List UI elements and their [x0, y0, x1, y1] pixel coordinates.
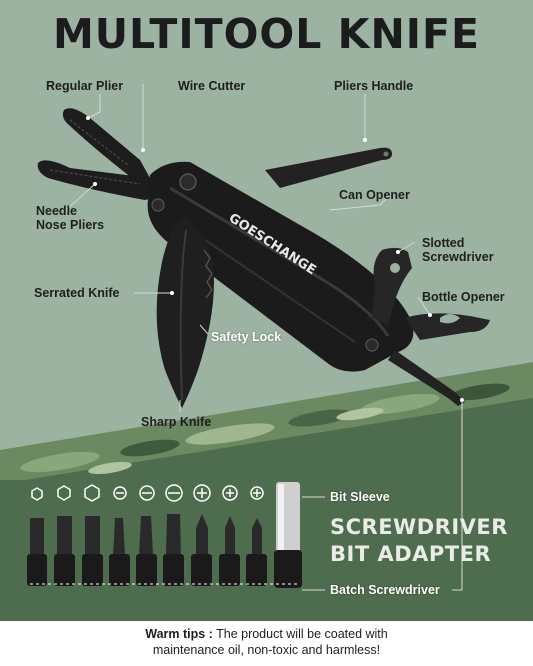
compass — [179, 173, 197, 191]
label-needle-nose-1: Needle — [36, 204, 77, 218]
tips-label: Warm tips : — [145, 627, 213, 641]
screwdriver-title-line1: SCREWDRIVER — [330, 515, 508, 539]
screwdriver-title-line2: BIT ADAPTER — [330, 542, 492, 566]
camo-stripe — [0, 362, 533, 484]
bits-panel — [0, 480, 320, 621]
needle-nose-jaw — [37, 160, 160, 200]
tips-line-1: Warm tips : The product will be coated w… — [0, 626, 533, 642]
hex-medium-icon — [57, 485, 71, 501]
bit-7 — [191, 514, 212, 586]
can-opener-tool — [372, 247, 412, 325]
bit-2 — [54, 516, 75, 586]
phillips-small-icon — [250, 486, 264, 500]
slot-medium-icon — [139, 485, 155, 501]
regular-plier-jaw — [62, 108, 150, 178]
bit-sleeve — [274, 482, 302, 588]
bottle-opener-tool — [405, 313, 490, 340]
warm-tips-banner: Warm tips : The product will be coated w… — [0, 621, 533, 666]
label-needle-nose-2: Nose Pliers — [36, 218, 105, 232]
bit-8 — [219, 516, 240, 586]
label-bottle-opener: Bottle Opener — [422, 290, 505, 304]
label-can-opener: Can Opener — [339, 188, 410, 202]
label-regular-plier: Regular Plier — [46, 79, 124, 93]
screwdriver-bit-adapter-title: SCREWDRIVER BIT ADAPTER — [330, 514, 508, 568]
label-pliers-handle: Pliers Handle — [334, 79, 414, 93]
label-sharp-knife: Sharp Knife — [141, 415, 212, 429]
pliers-handle-arm — [265, 147, 392, 188]
sharp-knife-blade — [156, 215, 214, 408]
label-bit-sleeve: Bit Sleeve — [330, 490, 390, 504]
bit-3 — [82, 516, 103, 586]
phillips-large-icon-a — [193, 484, 211, 502]
bit-5 — [136, 516, 157, 586]
hex-large-icon — [84, 484, 100, 502]
hex-small-icon — [31, 487, 43, 501]
bit-4 — [109, 518, 130, 586]
label-slotted-1: Slotted — [422, 236, 465, 250]
screwdriver-bits — [27, 482, 302, 588]
bit-1 — [27, 518, 47, 586]
slotted-screwdriver-blade — [388, 350, 465, 406]
slot-large-icon — [165, 484, 183, 502]
leader-dots — [86, 116, 464, 402]
label-batch-screwdriver: Batch Screwdriver — [330, 583, 440, 597]
label-slotted-2: Screwdriver — [422, 250, 494, 264]
bit-9 — [246, 518, 267, 586]
tips-line-2: maintenance oil, non-toxic and harmless! — [152, 643, 381, 657]
page-title: MULTITOOL KNIFE — [52, 10, 481, 58]
tips-text-1: The product will be coated with — [212, 627, 388, 641]
label-serrated-knife: Serrated Knife — [34, 286, 120, 300]
phillips-medium-icon — [222, 485, 238, 501]
label-wire-cutter: Wire Cutter — [178, 79, 246, 93]
slot-small-icon — [113, 486, 127, 500]
label-safety-lock: Safety Lock — [211, 330, 282, 344]
leader-lines — [65, 84, 463, 591]
bit-tip-icons — [31, 484, 264, 502]
serration — [203, 249, 213, 299]
bit-6 — [163, 514, 184, 586]
